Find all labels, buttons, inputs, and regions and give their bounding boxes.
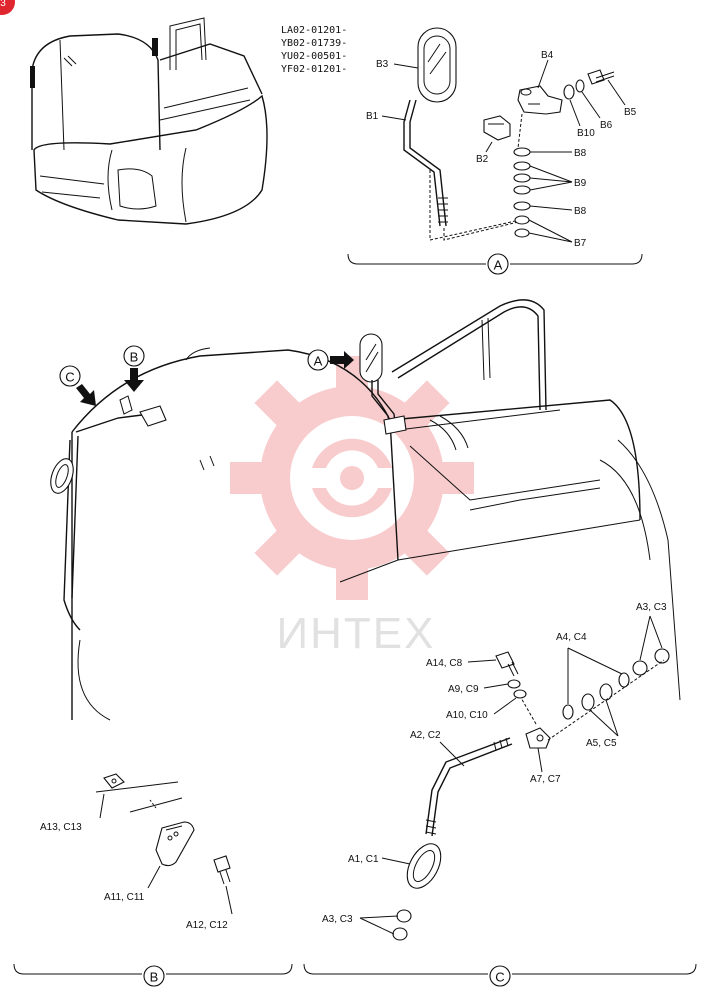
svg-text:C: C — [495, 970, 504, 985]
washer-a5-1-icon — [581, 693, 595, 711]
clamp-a7-icon — [525, 727, 551, 749]
view-marker-c: C — [59, 365, 96, 406]
rod-thread-icon — [438, 197, 448, 223]
label-a3-bottom: A3, C3 — [322, 914, 353, 925]
serial-number-4: YF02-01201- — [281, 64, 347, 75]
watermark-gear-icon — [230, 356, 474, 600]
nut-b7-2-icon — [514, 228, 530, 238]
page-badge-number: 3 — [0, 0, 6, 9]
bracket-a11-icon — [155, 821, 195, 867]
arrow-down-right-icon — [76, 384, 96, 406]
svg-text:A: A — [314, 354, 323, 369]
label-b4: B4 — [541, 50, 554, 61]
detail-b-bracket: A13, C13 A11, C11 A12, C12 B — [13, 773, 293, 987]
label-a12: A12, C12 — [186, 920, 228, 931]
nut-a3-1-icon — [632, 660, 648, 676]
label-b6: B6 — [600, 120, 613, 131]
serial-number-1: LA02-01201- — [281, 25, 347, 36]
label-a5: A5, C5 — [586, 738, 617, 749]
serial-number-3: YU02-00501- — [281, 51, 347, 62]
mirror-a1-icon — [406, 843, 442, 889]
washer-stack — [513, 147, 531, 238]
label-b8-top: B8 — [574, 148, 587, 159]
washer-a10-icon — [513, 689, 527, 699]
bracket-b4-icon — [517, 85, 563, 115]
clip-a13-icon — [103, 773, 125, 789]
main-cab-drawing — [50, 299, 681, 721]
washer-b9-3-icon — [513, 185, 531, 195]
svg-text:A: A — [494, 258, 503, 273]
washer-b8-top-icon — [513, 147, 531, 157]
label-a7: A7, C7 — [530, 774, 561, 785]
label-a10: A10, C10 — [446, 710, 488, 721]
label-b5: B5 — [624, 107, 637, 118]
washer-b10-icon — [563, 84, 575, 100]
label-a2: A2, C2 — [410, 730, 441, 741]
svg-text:B: B — [150, 970, 159, 985]
label-b2: B2 — [476, 154, 489, 165]
left-bracket-icon — [119, 395, 167, 427]
label-a3-top: A3, C3 — [636, 602, 667, 613]
watermark: ИНТЕХ — [230, 356, 474, 658]
washer-b9-1-icon — [513, 161, 531, 171]
label-b9: B9 — [574, 178, 587, 189]
view-marker-b: B — [123, 345, 145, 392]
arrow-down-icon — [124, 368, 144, 392]
detail-a-mirror-assembly: B3 B1 B4 B2 B5 B6 B10 B8 B9 B8 B7 A — [347, 27, 643, 275]
label-a14: A14, C8 — [426, 658, 463, 669]
view-marker-a-detail: A — [487, 253, 509, 275]
bolt-a14-icon — [495, 651, 519, 677]
washer-b6-icon — [575, 79, 585, 93]
washer-a4-icon — [562, 704, 574, 720]
svg-text:B: B — [130, 350, 139, 365]
label-a9: A9, C9 — [448, 684, 479, 695]
bolt-b5-icon — [587, 69, 615, 85]
washer-a9-icon — [507, 679, 521, 689]
mirror-head-icon — [417, 27, 457, 103]
view-marker-c-detail: C — [489, 965, 511, 987]
page-badge: 3 — [0, 0, 15, 15]
bolt-a12-icon — [213, 855, 231, 885]
label-b10: B10 — [577, 128, 595, 139]
overview-cab-drawing — [30, 17, 268, 225]
arrow-right-icon — [330, 351, 354, 369]
right-mirror-icon — [359, 333, 383, 383]
left-mirror-icon — [50, 458, 74, 494]
washer-b9-2-icon — [513, 173, 531, 183]
label-b7: B7 — [574, 238, 587, 249]
svg-text:C: C — [65, 370, 74, 385]
nut-a3-4-icon — [392, 927, 408, 941]
watermark-text: ИНТЕХ — [277, 609, 436, 658]
label-b1: B1 — [366, 111, 379, 122]
view-marker-b-detail: B — [143, 965, 165, 987]
label-a11: A11, C11 — [104, 892, 145, 903]
washer-b8-bottom-icon — [513, 201, 531, 211]
label-b8-bottom: B8 — [574, 206, 587, 217]
label-a4: A4, C4 — [556, 632, 587, 643]
nut-a3-2-icon — [654, 648, 670, 664]
view-marker-a: A — [307, 349, 354, 371]
label-b3: B3 — [376, 59, 389, 70]
label-a1: A1, C1 — [348, 854, 379, 865]
detail-c-mirror-assembly: A3, C3 A4, C4 A14, C8 A9, C9 A10, C10 A2… — [303, 602, 697, 987]
nut-b7-1-icon — [514, 215, 530, 225]
serial-number-block: LA02-01201- YB02-01739- YU02-00501- YF02… — [281, 25, 347, 75]
nut-a3-3-icon — [396, 909, 412, 923]
bracket-b2-icon — [483, 115, 511, 141]
serial-number-2: YB02-01739- — [281, 38, 347, 49]
label-a13: A13, C13 — [40, 822, 82, 833]
